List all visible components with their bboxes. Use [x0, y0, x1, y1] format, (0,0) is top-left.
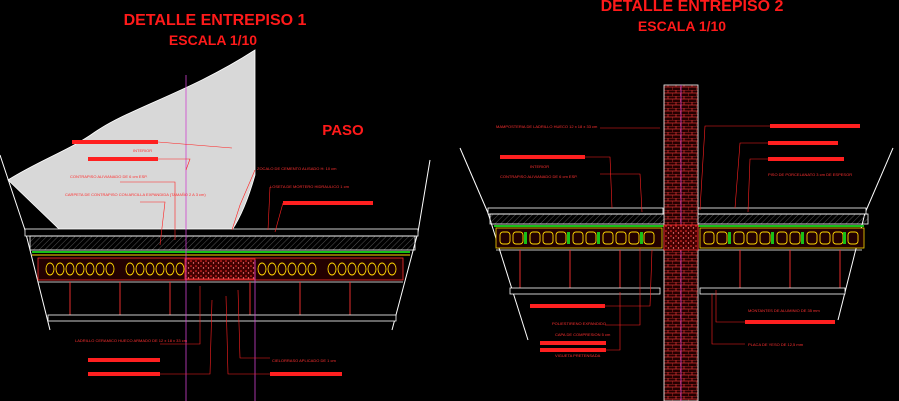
notes-1: INTERIOR CONTRAPISO ALIVIANADO DE 6 cm E…	[65, 148, 350, 363]
block-row-1	[37, 257, 404, 281]
note-zocalo-1: ZOCALO DE CEMENTO ALISADO H: 10 cm	[257, 166, 337, 171]
floor-finish	[24, 228, 419, 237]
floor-finish-2-left	[487, 207, 664, 215]
detail2-scale: ESCALA 1/10	[638, 18, 726, 34]
note-cielorraso-1: CIELORRASO APLICADO DE 1 cm	[272, 358, 336, 363]
detail2-title: DETALLE ENTREPISO 2	[601, 0, 784, 15]
hanger-rods	[69, 282, 351, 315]
note-interior-2: INTERIOR	[530, 164, 549, 169]
paso-label: PASO	[322, 122, 364, 139]
right-wall-line	[417, 159, 431, 233]
annotation-bars-1	[72, 140, 373, 376]
note-interior-1: INTERIOR	[133, 148, 152, 153]
note-contrapiso-2: CONTRAPISO ALIVIANADO DE 6 cm ESP.	[500, 174, 578, 179]
ceiling-board-2-right	[699, 287, 846, 295]
hanger-rods-2	[519, 250, 841, 288]
beam-section	[184, 258, 256, 280]
left-wall-2-lower	[487, 212, 529, 341]
detail-2: DETALLE ENTREPISO 2 ESCALA 1/10	[459, 0, 894, 401]
left-wall-line	[0, 154, 26, 231]
block-row-2	[495, 227, 865, 249]
left-wall-line-lower	[24, 229, 51, 331]
notes-2: MAMPOSTERIA DE LADRILLO HUECO 12 x 18 x …	[496, 124, 852, 358]
detail-1: DETALLE ENTREPISO 1 ESCALA 1/10 PASO	[0, 12, 431, 401]
detail1-title: DETALLE ENTREPISO 1	[124, 12, 307, 29]
note-vigueta-2: VIGUETA PRETENSADA	[555, 353, 601, 358]
note-mamposteria-2: MAMPOSTERIA DE LADRILLO HUECO 12 x 18 x …	[496, 124, 598, 129]
tie-beam	[663, 224, 699, 251]
note-ladrillo-1: LADRILLO CERAMICO HUECO ARMADO DE 12 x 1…	[75, 338, 188, 343]
right-wall-2	[864, 147, 894, 214]
detail1-scale: ESCALA 1/10	[169, 32, 257, 48]
left-wall-2	[459, 147, 489, 214]
note-compresion-2: CAPA DE COMPRESION 5 cm	[555, 332, 611, 337]
leader-lines-1	[120, 141, 284, 375]
ceiling-board-2-left	[509, 287, 661, 295]
annotation-bars-2	[500, 124, 860, 352]
note-poliestireno-2: POLIESTIRENO EXPANDIDO	[552, 321, 606, 326]
floor-finish-2-right	[697, 207, 867, 215]
leader-lines-2	[585, 125, 770, 351]
screed-layer	[29, 235, 416, 251]
note-carpeta-1: CARPETA DE CONTRAPISO CON ARCILLA EXPAND…	[65, 192, 206, 197]
note-porcelanato-2: PISO DE PORCELANATO 3 cm DE ESPESOR	[768, 172, 852, 177]
note-contrapiso-1: CONTRAPISO ALIVIANADO DE 6 cm ESP.	[70, 174, 148, 179]
note-montantes-2: MONTANTES DE ALUMINIO DE 35 mm	[748, 308, 820, 313]
note-placa-2: PLACA DE YESO DE 12,5 mm	[748, 342, 804, 347]
ceiling-board	[47, 314, 397, 322]
note-loseta-1: LOSETA DE MORTERO HIDRAULICO 1 cm	[270, 184, 350, 189]
